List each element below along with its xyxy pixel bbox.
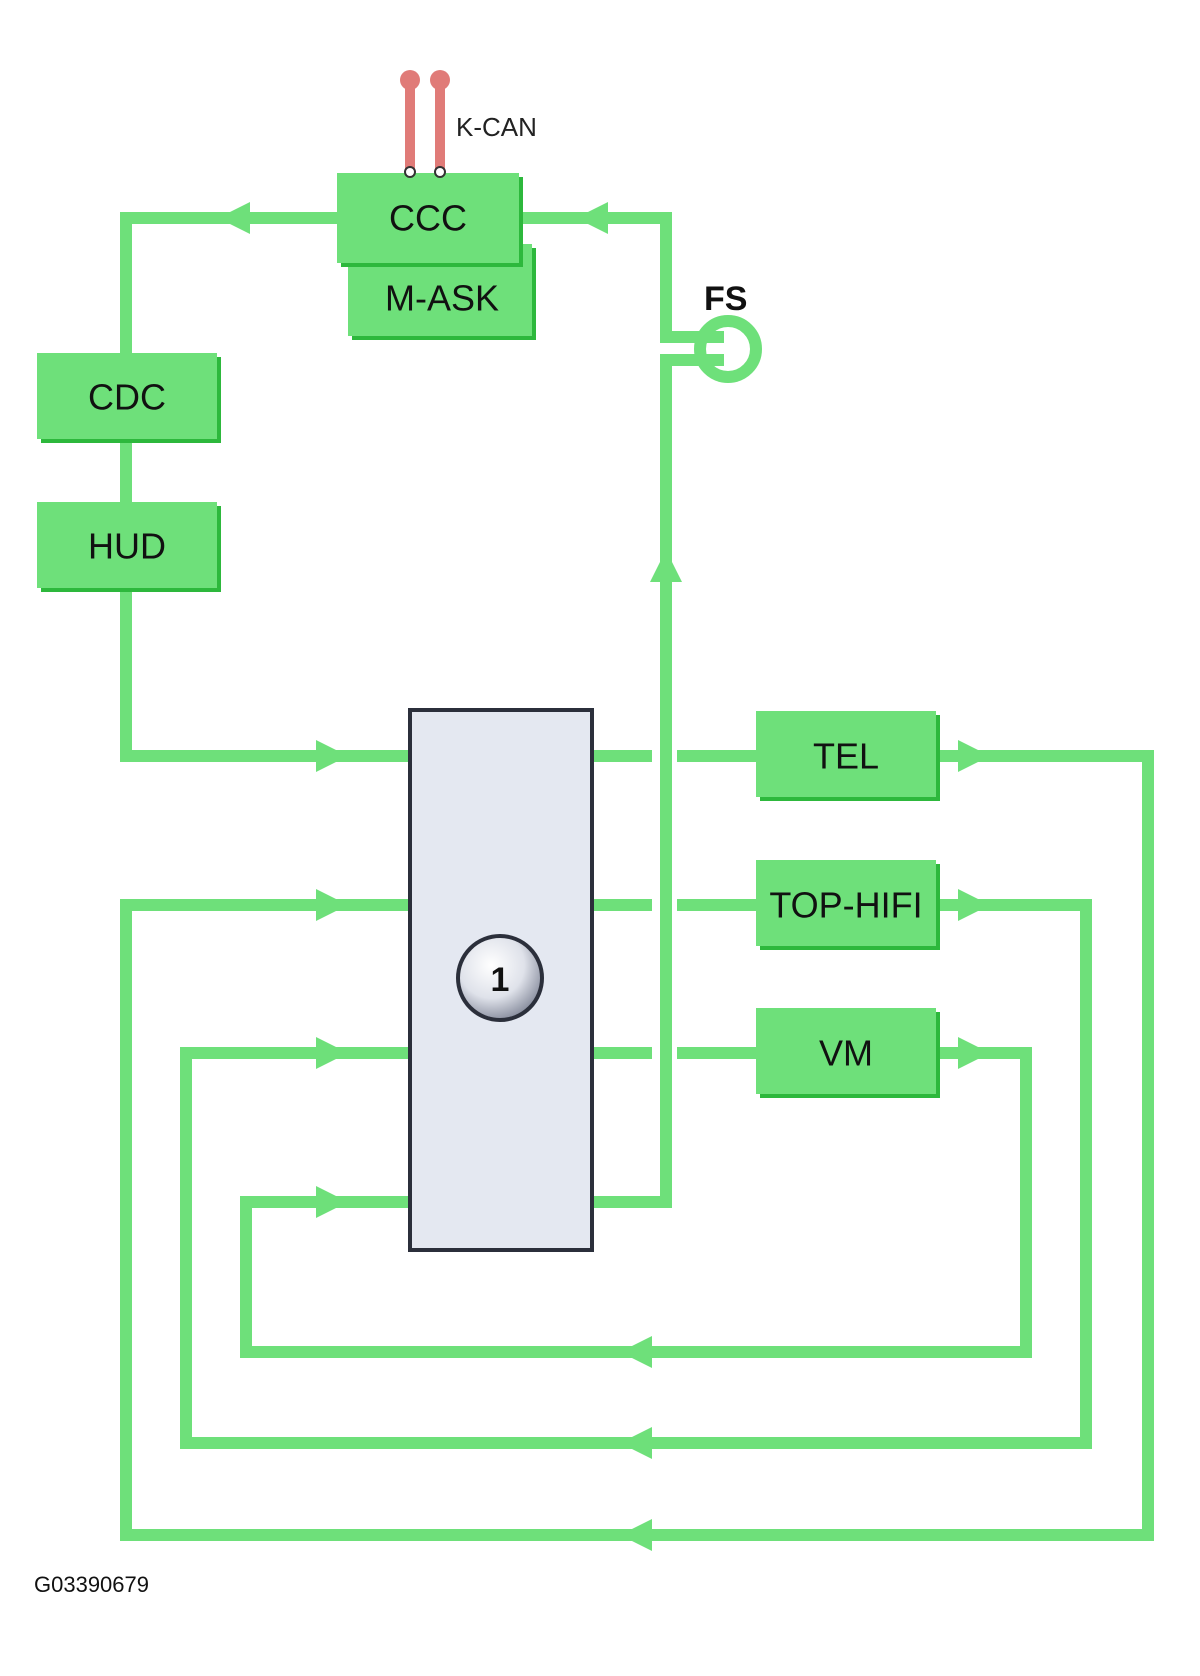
module-vm-label: VM (819, 1033, 873, 1074)
k-can-terminal-2 (430, 70, 450, 90)
arrow-right (958, 889, 990, 921)
module-cdc: CDC (37, 353, 221, 443)
k-can-label: K-CAN (456, 112, 537, 142)
wire-fs-to-ccc (517, 212, 724, 343)
module-top-hifi: TOP-HIFI (756, 860, 940, 950)
figure-id: G03390679 (34, 1572, 149, 1597)
k-can-pin-1 (404, 166, 416, 178)
arrow-left (620, 1519, 652, 1551)
module-ccc: CCC (337, 173, 523, 267)
k-can-terminal-1 (400, 70, 420, 90)
wire-ccc-to-cdc (120, 212, 337, 356)
module-tel-label: TEL (813, 736, 879, 777)
flow-arrows (218, 202, 990, 1551)
arrow-right (316, 1186, 348, 1218)
module-vm: VM (756, 1008, 940, 1098)
wire-tel-return (120, 750, 1154, 1541)
module-hud: HUD (37, 502, 221, 592)
module-tel: TEL (756, 711, 940, 801)
central-unit-number: 1 (491, 961, 510, 999)
wire-hud-to-central (120, 592, 410, 762)
arrow-left (576, 202, 608, 234)
k-can-pin-2 (434, 166, 446, 178)
module-ccc-label: CCC (389, 198, 467, 239)
arrow-left (620, 1336, 652, 1368)
fiber-wires (120, 212, 1154, 1541)
fs-label: FS (704, 280, 747, 318)
module-m-ask-label: M-ASK (385, 278, 499, 319)
arrow-right (958, 740, 990, 772)
fs-loop (694, 315, 762, 383)
arrow-right (316, 740, 348, 772)
central-unit-badge (456, 934, 544, 1022)
k-can-bus: K-CAN (400, 70, 537, 172)
arrow-right (316, 889, 348, 921)
arrow-right (316, 1037, 348, 1069)
module-cdc-label: CDC (88, 377, 166, 418)
arrow-left (620, 1427, 652, 1459)
wire-central-to-fs (592, 354, 724, 1208)
wire-tophifi-return (180, 899, 1092, 1449)
arrow-right (958, 1037, 990, 1069)
module-top-hifi-label: TOP-HIFI (769, 885, 922, 926)
module-hud-label: HUD (88, 526, 166, 567)
arrow-up (650, 550, 682, 582)
central-unit: 1 (408, 708, 594, 1252)
arrow-left (218, 202, 250, 234)
